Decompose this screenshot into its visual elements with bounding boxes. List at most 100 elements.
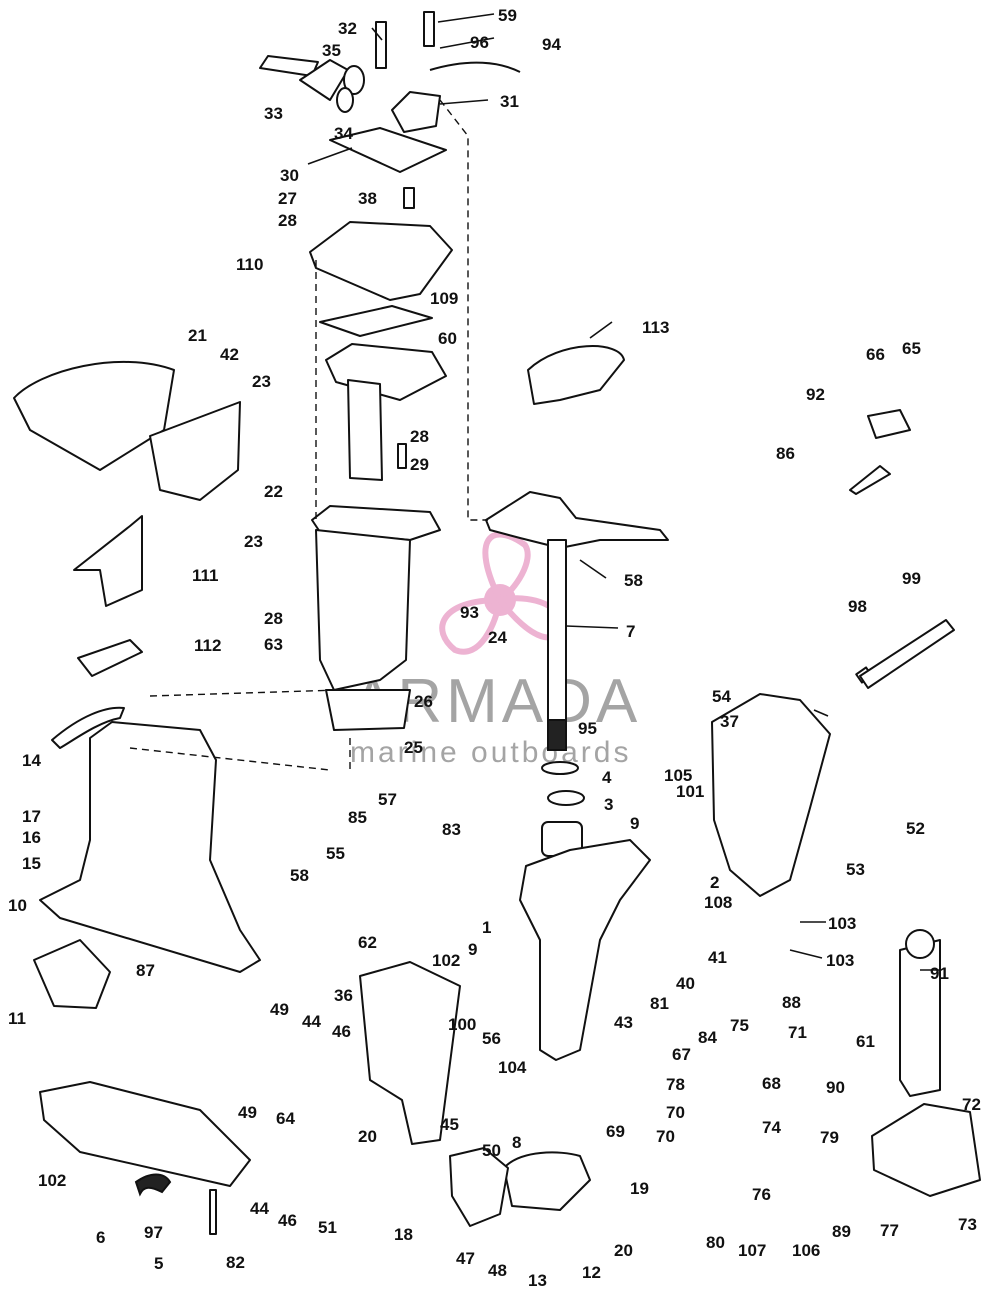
callout-label: 28: [278, 211, 297, 230]
callout-label: 33: [264, 104, 283, 123]
callout-label: 36: [334, 986, 353, 1005]
callout-label: 54: [712, 687, 731, 706]
callout-label: 10: [8, 896, 27, 915]
callout-label: 45: [440, 1115, 459, 1134]
callout-label: 86: [776, 444, 795, 463]
leader-lines: [307, 13, 940, 971]
callout-label: 43: [614, 1013, 633, 1032]
callout-label: 71: [788, 1023, 807, 1042]
callout-label: 9: [468, 940, 477, 959]
callout-label: 13: [528, 1271, 547, 1290]
callout-label: 63: [264, 635, 283, 654]
callout-label: 88: [782, 993, 801, 1012]
callout-label: 93: [460, 603, 479, 622]
callout-label: 87: [136, 961, 155, 980]
callout-label: 9: [630, 814, 639, 833]
callout-label: 25: [404, 738, 423, 757]
callout-label: 70: [666, 1103, 685, 1122]
callout-label: 30: [280, 166, 299, 185]
callout-label: 82: [226, 1253, 245, 1272]
callout-label: 74: [762, 1118, 781, 1137]
callout-label: 27: [278, 189, 297, 208]
callout-label: 76: [752, 1185, 771, 1204]
callout-label: 102: [38, 1171, 66, 1190]
callout-label: 65: [902, 339, 921, 358]
callout-label: 7: [626, 622, 635, 641]
callout-label: 70: [656, 1127, 675, 1146]
callout-label: 101: [676, 782, 704, 801]
callout-label: 97: [144, 1223, 163, 1242]
callout-label: 47: [456, 1249, 475, 1268]
callout-label: 100: [448, 1015, 476, 1034]
callout-label: 96: [470, 33, 489, 52]
callout-label: 32: [338, 19, 357, 38]
callout-label: 98: [848, 597, 867, 616]
callout-label: 5: [154, 1254, 163, 1273]
callout-label: 37: [720, 712, 739, 731]
callout-label: 102: [432, 951, 460, 970]
callout-label: 51: [318, 1218, 337, 1237]
callout-label: 40: [676, 974, 695, 993]
callout-label: 89: [832, 1222, 851, 1241]
callout-label: 53: [846, 860, 865, 879]
callout-label: 1: [482, 918, 491, 937]
callout-label: 112: [194, 636, 221, 655]
callout-label: 99: [902, 569, 921, 588]
callout-label: 20: [614, 1241, 633, 1260]
callout-label: 20: [358, 1127, 377, 1146]
callout-label: 26: [414, 692, 433, 711]
callout-label: 81: [650, 994, 669, 1013]
callout-label: 44: [250, 1199, 269, 1218]
callout-label: 19: [630, 1179, 649, 1198]
callout-label: 16: [22, 828, 41, 847]
callout-label: 49: [238, 1103, 257, 1122]
callout-label: 106: [792, 1241, 820, 1260]
callout-label: 79: [820, 1128, 839, 1147]
callout-label: 66: [866, 345, 885, 364]
callout-label: 31: [500, 92, 519, 111]
callout-label: 42: [220, 345, 239, 364]
callout-label: 107: [738, 1241, 766, 1260]
callout-label: 6: [96, 1228, 105, 1247]
callout-label: 24: [488, 628, 507, 647]
callout-label: 69: [606, 1122, 625, 1141]
callout-label: 92: [806, 385, 825, 404]
callout-label: 108: [704, 893, 732, 912]
callout-label: 62: [358, 933, 377, 952]
callout-label: 2: [710, 873, 719, 892]
callout-label: 73: [958, 1215, 977, 1234]
callout-label: 52: [906, 819, 925, 838]
callout-label: 22: [264, 482, 283, 501]
callout-label: 8: [512, 1133, 521, 1152]
callout-label: 111: [192, 566, 219, 585]
callout-label: 68: [762, 1074, 781, 1093]
callout-label: 58: [624, 571, 643, 590]
callout-labels: 1 2 3 4 5 6 7 8 9 9 10 11 12 13 14 15 16…: [8, 6, 981, 1290]
callout-label: 110: [236, 255, 263, 274]
upper-mount-group: [259, 11, 521, 731]
callout-label: 64: [276, 1109, 295, 1128]
callout-label: 77: [880, 1221, 899, 1240]
callout-label: 21: [188, 326, 207, 345]
lower-housing-group: [13, 360, 261, 1235]
callout-label: 103: [826, 951, 854, 970]
callout-label: 91: [930, 964, 949, 983]
callout-label: 23: [244, 532, 263, 551]
assembly-lines: [129, 99, 488, 771]
callout-label: 50: [482, 1141, 501, 1160]
callout-label: 105: [664, 766, 692, 785]
callout-label: 29: [410, 455, 429, 474]
callout-label: 104: [498, 1058, 527, 1077]
callout-label: 14: [22, 751, 41, 770]
callout-label: 12: [582, 1263, 601, 1282]
callout-label: 11: [8, 1009, 26, 1028]
callout-label: 94: [542, 35, 561, 54]
callout-label: 46: [278, 1211, 297, 1230]
callout-label: 48: [488, 1261, 507, 1280]
callout-label: 80: [706, 1233, 725, 1252]
callout-label: 59: [498, 6, 517, 25]
callout-label: 55: [326, 844, 345, 863]
callout-label: 60: [438, 329, 457, 348]
callout-label: 34: [334, 124, 353, 143]
